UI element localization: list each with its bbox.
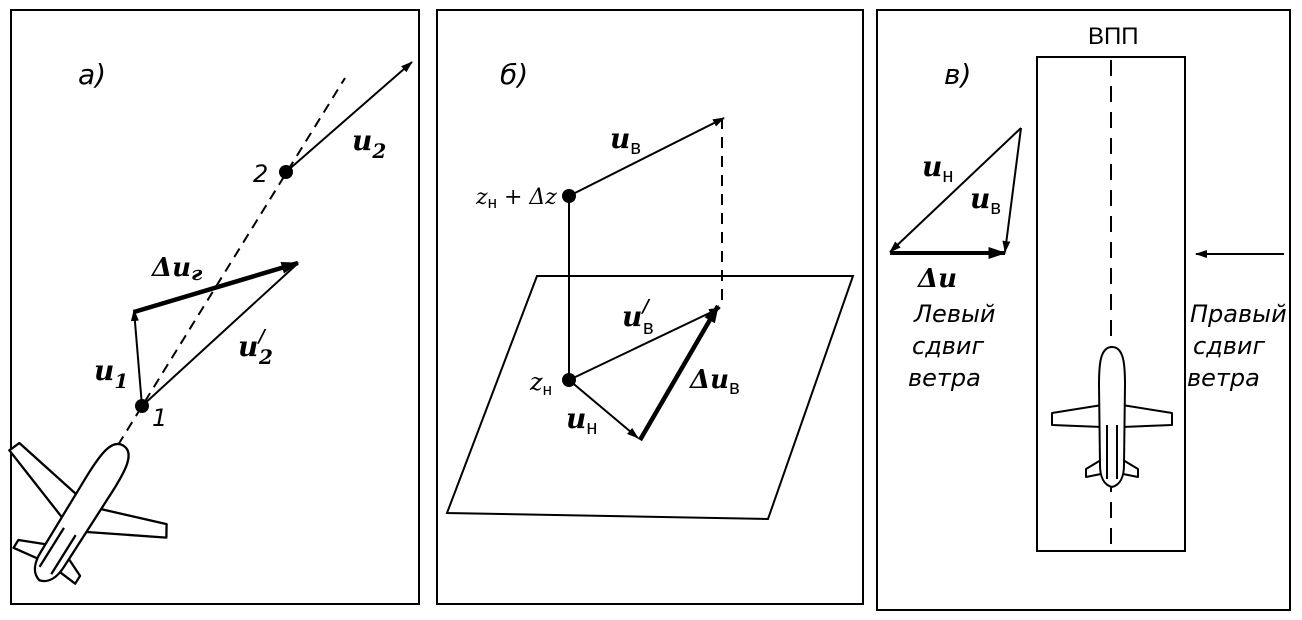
panel-a-delta-u-main: Δu bbox=[150, 253, 191, 283]
panel-a-frame bbox=[10, 9, 420, 605]
panel-a-u2-prime-label: u/2 bbox=[238, 326, 273, 369]
runway bbox=[1036, 56, 1186, 552]
panel-c-uh-sub: н bbox=[942, 165, 953, 187]
panel-b-duv-sub: в bbox=[729, 377, 740, 399]
panel-b-bottom-point bbox=[562, 373, 576, 387]
panel-b-delta-uv-arrow bbox=[638, 304, 720, 442]
panel-b-zh-sub: н bbox=[543, 380, 552, 399]
panel-a-u1-arrow bbox=[130, 309, 143, 407]
panel-c-uh-arrow bbox=[889, 127, 1022, 253]
panel-a-u1-sub: 1 bbox=[114, 369, 128, 393]
panel-a-u2-sub: 2 bbox=[371, 139, 386, 163]
panel-b-ground-plane bbox=[445, 275, 855, 521]
panel-b-uvp-sub: в bbox=[643, 317, 654, 339]
panel-b-z-top-label: zн + Δz bbox=[475, 185, 557, 212]
panel-c-uv-arrow bbox=[1002, 127, 1022, 253]
panel-c-tag: в) bbox=[944, 58, 971, 91]
panel-c-uh-main: u bbox=[922, 150, 942, 183]
panel-a-delta-u-sub: г bbox=[191, 261, 203, 285]
panel-b-z-top-main: z bbox=[475, 185, 488, 210]
panel-a-point-1-label: 1 bbox=[152, 404, 167, 432]
panel-c-uv-main: u bbox=[970, 182, 990, 215]
panel-b-delta-uv-label: Δuв bbox=[688, 365, 740, 399]
panel-b-frame bbox=[436, 9, 864, 605]
panel-b-z-top-tail: + Δz bbox=[497, 185, 557, 210]
panel-a-delta-u-label: Δuг bbox=[150, 253, 203, 285]
panel-a-u2-label: u2 bbox=[352, 124, 386, 163]
panel-c-uh-label: uн bbox=[922, 150, 953, 187]
panel-b-uh-arrow bbox=[568, 379, 639, 439]
panel-b-uh-label: uн bbox=[566, 402, 597, 439]
panel-a-airplane-icon bbox=[8, 441, 168, 585]
panel-a-u1-main: u bbox=[94, 354, 114, 387]
panel-b-uh-sub: н bbox=[586, 417, 597, 439]
panel-a-u2-arrow bbox=[285, 61, 413, 173]
panel-a-point-1 bbox=[135, 399, 149, 413]
panel-b-uh-main: u bbox=[566, 402, 586, 435]
panel-c-frame bbox=[876, 9, 1291, 611]
panel-b-uv-label: uв bbox=[610, 122, 641, 159]
panel-c: в) ВПП uн uв Δu Левый сдвиг ветра Правый… bbox=[876, 9, 1291, 611]
right-shear-line-1: Правый bbox=[1190, 300, 1287, 328]
panel-b-uv-sub: в bbox=[630, 137, 641, 159]
panel-a-tag: а) bbox=[78, 58, 106, 91]
panel-a-point-2-label: 2 bbox=[253, 160, 268, 188]
panel-b-uv-prime-arrow bbox=[568, 307, 721, 381]
panel-a-u2p-main: u bbox=[238, 330, 258, 363]
right-shear-line-2: сдвиг bbox=[1193, 332, 1266, 360]
panel-b: б) uв zн + Δz u/в zн Δuв uн bbox=[436, 9, 864, 605]
panel-b-uv-arrow bbox=[568, 117, 725, 197]
panel-b-uv-main: u bbox=[610, 122, 630, 155]
panel-a-u1-label: u1 bbox=[94, 354, 128, 393]
left-shear-line-1: Левый bbox=[913, 300, 996, 328]
panel-a-u2-main: u bbox=[352, 124, 372, 157]
panel-a-u2p-sub: 2 bbox=[258, 345, 273, 369]
panel-a-point-2 bbox=[279, 165, 293, 179]
panel-c-uv-label: uв bbox=[970, 182, 1001, 219]
panel-c-uv-sub: в bbox=[990, 197, 1001, 219]
panel-b-zh-label: zн bbox=[529, 368, 552, 399]
panel-b-z-top-sub: н bbox=[488, 193, 497, 212]
panel-c-airplane-icon bbox=[1051, 346, 1173, 488]
panel-b-zh-main: z bbox=[529, 368, 543, 396]
panel-a-u2-prime-arrow bbox=[141, 264, 297, 407]
panel-a-course-line bbox=[117, 77, 346, 446]
panel-b-uv-prime-label: u/в bbox=[622, 296, 654, 339]
panel-b-duv-main: Δu bbox=[688, 365, 729, 395]
panel-b-top-point bbox=[562, 189, 576, 203]
right-shear-line-3: ветра bbox=[1187, 364, 1260, 392]
panel-c-delta-u-label: Δu bbox=[916, 264, 957, 294]
runway-label: ВПП bbox=[1088, 23, 1139, 50]
panel-b-tag: б) bbox=[500, 58, 528, 91]
panel-b-uvp-main: u bbox=[622, 300, 642, 333]
panel-a-delta-u-arrow bbox=[133, 260, 300, 315]
panel-b-uvp-sup: / bbox=[640, 296, 651, 317]
panel-a-u2p-sup: / bbox=[256, 326, 267, 347]
left-shear-line-2: сдвиг bbox=[912, 332, 985, 360]
panel-a: а) 2 u2 1 Δuг u1 u/2 bbox=[8, 9, 420, 605]
left-shear-line-3: ветра bbox=[908, 364, 981, 392]
